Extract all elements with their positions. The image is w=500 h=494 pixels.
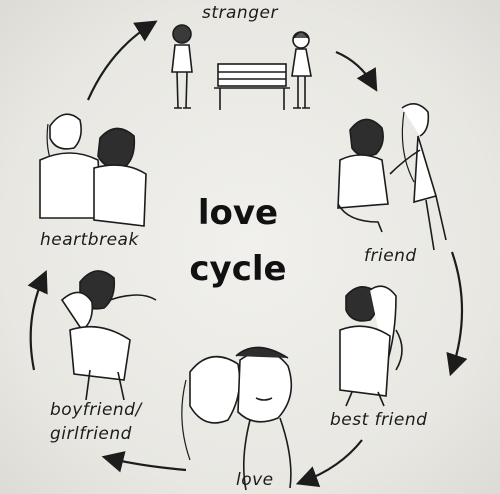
stranger-illustration — [171, 24, 312, 110]
arrow-stranger-to-friend — [335, 50, 378, 92]
arrow-heartbreak-to-stranger — [86, 20, 158, 101]
arrow-love-to-boyfriend — [101, 451, 187, 473]
love-illustration — [181, 346, 293, 491]
best-friend-illustration — [339, 285, 403, 407]
stage-label-girlfriend: girlfriend — [50, 424, 132, 444]
stage-label-boyfriend: boyfriend/ — [50, 400, 142, 420]
stage-label-heartbreak: heartbreak — [40, 230, 139, 250]
arrow-friend-to-best-friend — [446, 251, 468, 377]
arrow-boyfriend-to-heartbreak — [27, 269, 48, 371]
center-title-line2: cycle — [189, 249, 287, 289]
stage-label-love: love — [236, 470, 274, 490]
arrow-best-friend-to-love — [295, 439, 363, 487]
heartbreak-illustration — [39, 113, 147, 227]
stage-label-best-friend: best friend — [330, 410, 428, 430]
stage-label-stranger: stranger — [202, 3, 278, 23]
boyfriend-girlfriend-illustration — [60, 270, 157, 401]
center-title-line1: love — [197, 193, 279, 233]
stage-label-friend: friend — [364, 246, 417, 266]
friend-illustration — [337, 103, 447, 251]
